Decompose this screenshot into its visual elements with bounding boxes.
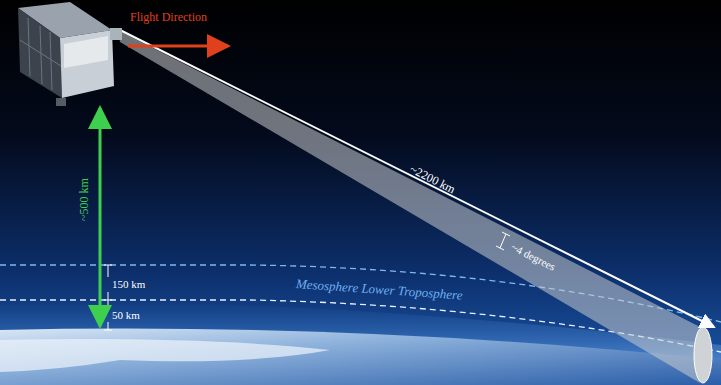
layer-height-label: 150 km [112, 278, 145, 290]
angle-label: ~4 degrees [509, 241, 557, 273]
layer-name-label: Mesosphere Lower Troposphere [296, 277, 463, 303]
layer-height-label: 50 km [112, 309, 140, 321]
altitude-label: ~500 km [77, 179, 90, 222]
distance-label: ~2200 km [407, 163, 457, 197]
direction-label: Flight Direction [130, 11, 207, 24]
